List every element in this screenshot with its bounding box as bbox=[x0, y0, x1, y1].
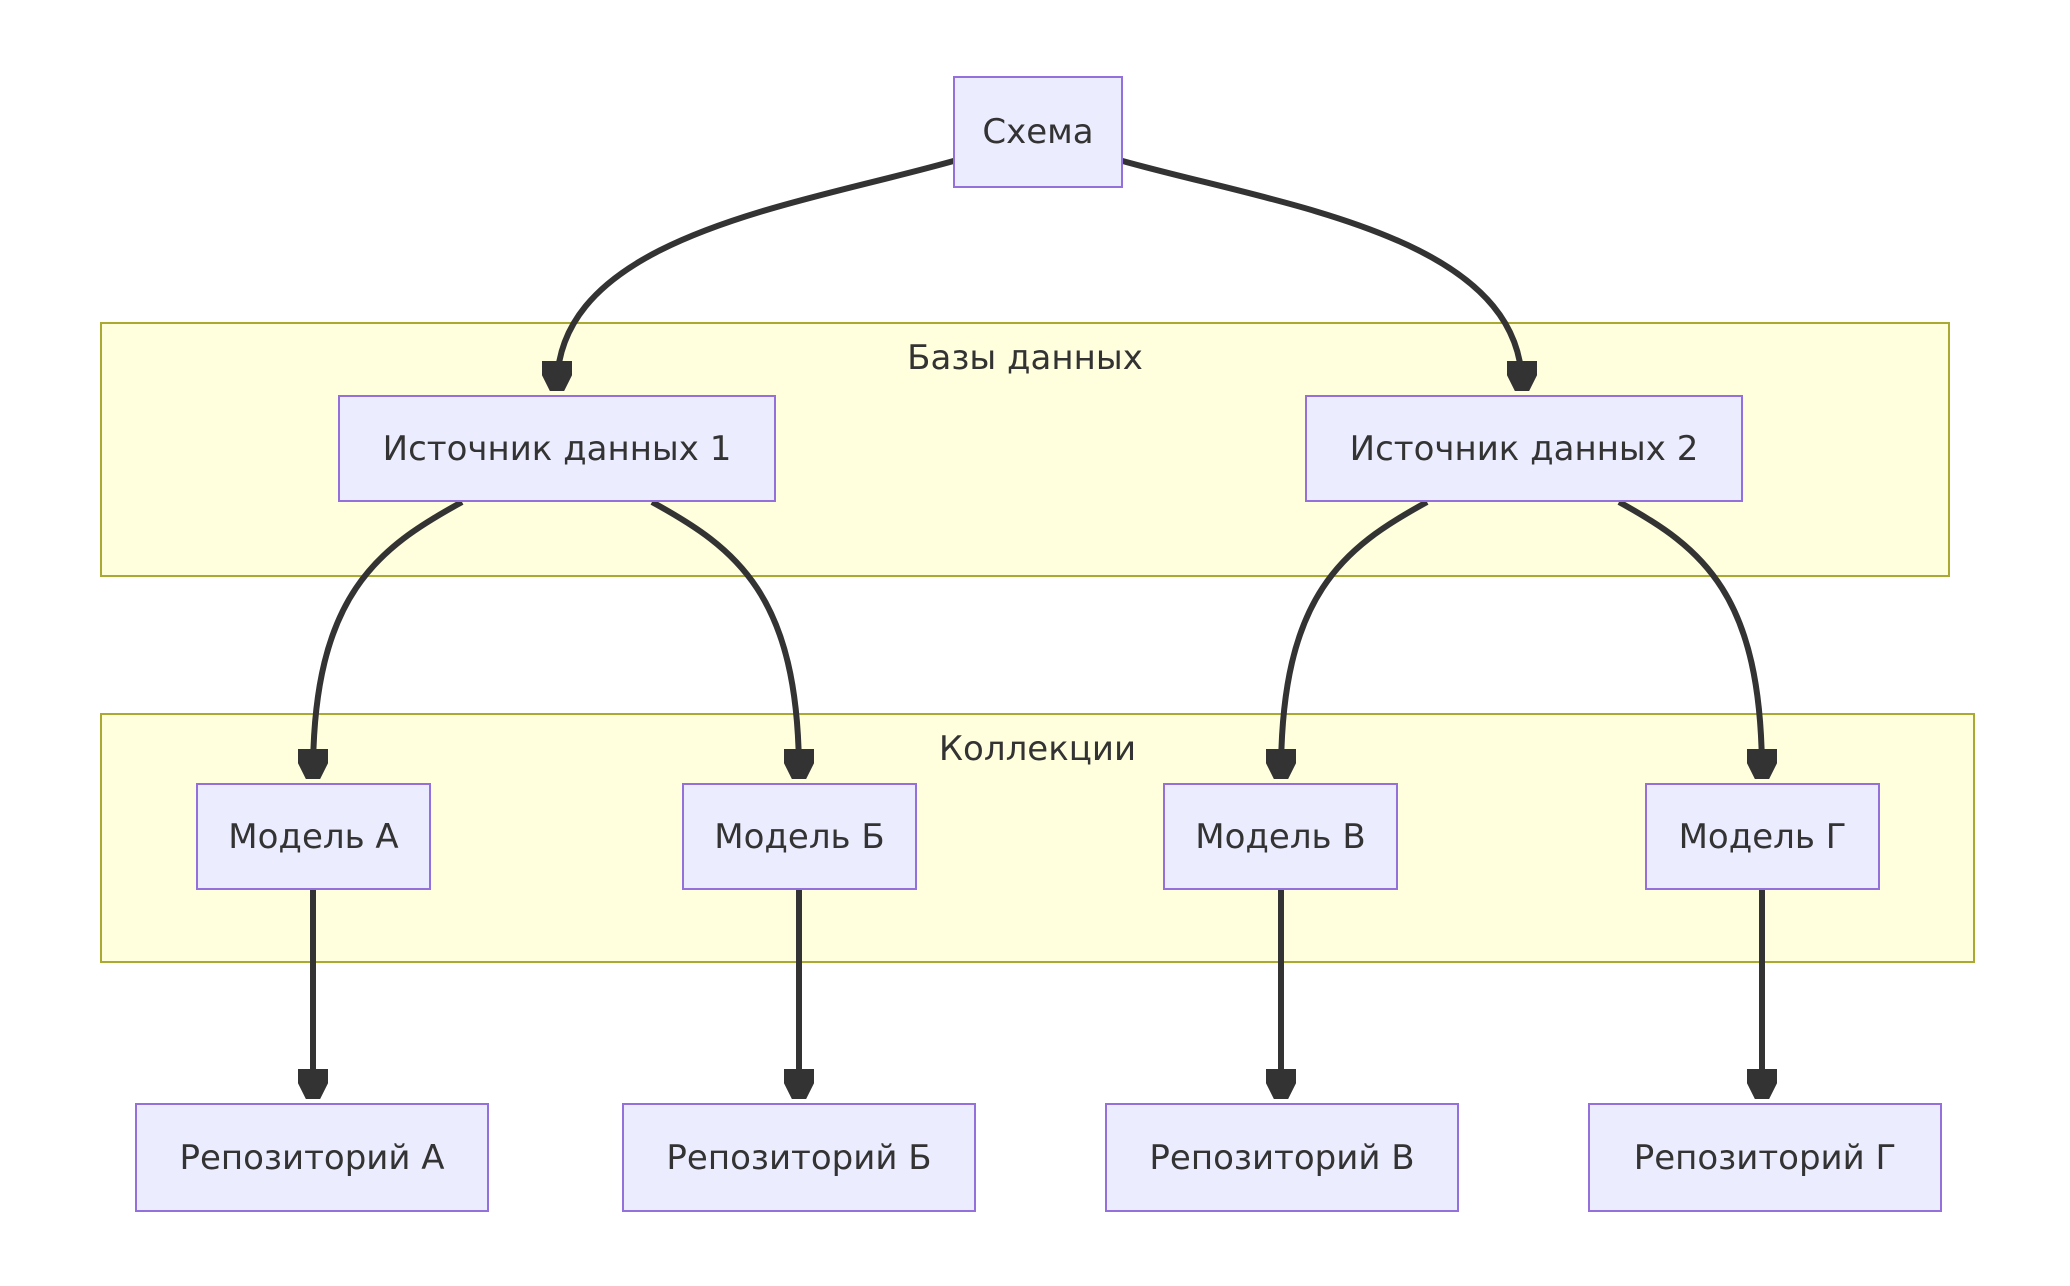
node-source2: Источник данных 2 bbox=[1305, 395, 1743, 502]
node-model-b: Модель Б bbox=[682, 783, 917, 890]
cluster-collections-label: Коллекции bbox=[938, 729, 1137, 769]
node-repo-b-label: Репозиторий Б bbox=[666, 1137, 932, 1178]
edge-schema-source1 bbox=[557, 157, 958, 386]
node-model-v: Модель В bbox=[1163, 783, 1398, 890]
node-model-b-label: Модель Б bbox=[714, 816, 885, 857]
cluster-databases-label: Базы данных bbox=[907, 338, 1143, 378]
node-repo-v-label: Репозиторий В bbox=[1149, 1137, 1415, 1178]
node-source1: Источник данных 1 bbox=[338, 395, 776, 502]
edge-schema-source2 bbox=[1118, 157, 1522, 386]
node-model-g: Модель Г bbox=[1645, 783, 1880, 890]
node-repo-b: Репозиторий Б bbox=[622, 1103, 976, 1212]
node-source2-label: Источник данных 2 bbox=[1349, 428, 1699, 469]
node-repo-g: Репозиторий Г bbox=[1588, 1103, 1942, 1212]
node-schema: Схема bbox=[953, 76, 1123, 188]
node-source1-label: Источник данных 1 bbox=[382, 428, 732, 469]
node-model-a: Модель А bbox=[196, 783, 431, 890]
node-repo-a-label: Репозиторий А bbox=[179, 1137, 445, 1178]
edge-source1-model-a bbox=[313, 499, 464, 774]
node-repo-a: Репозиторий А bbox=[135, 1103, 489, 1212]
node-model-v-label: Модель В bbox=[1195, 816, 1366, 857]
node-repo-v: Репозиторий В bbox=[1105, 1103, 1459, 1212]
edge-source2-model-v bbox=[1281, 499, 1429, 774]
node-schema-label: Схема bbox=[982, 112, 1094, 152]
edge-source1-model-b bbox=[650, 499, 799, 774]
node-model-g-label: Модель Г bbox=[1678, 816, 1847, 857]
node-repo-g-label: Репозиторий Г bbox=[1633, 1137, 1897, 1178]
edge-source2-model-g bbox=[1617, 499, 1762, 774]
node-model-a-label: Модель А bbox=[228, 816, 399, 857]
